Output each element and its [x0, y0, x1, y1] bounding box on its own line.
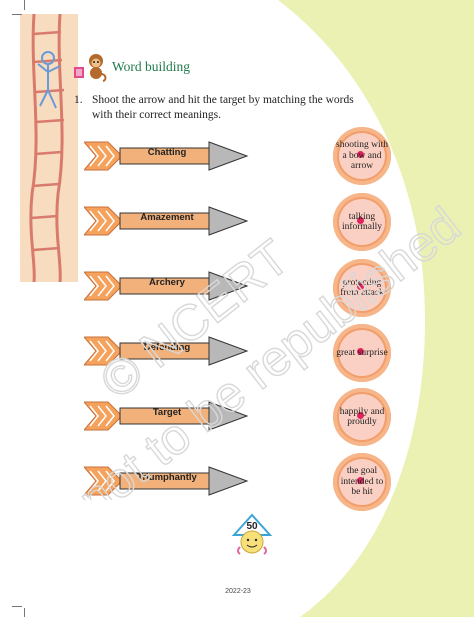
section-title: Word building	[112, 59, 191, 74]
question-text: Shoot the arrow and hit the target by ma…	[92, 94, 354, 121]
bullseye-icon	[357, 217, 364, 224]
crop-mark	[12, 14, 22, 15]
bullseye-icon	[357, 477, 364, 484]
arrow-word: Triumphantly	[137, 472, 197, 483]
bullseye-icon	[357, 283, 364, 290]
decorative-ladder-strip	[20, 13, 78, 283]
crop-mark	[24, 608, 25, 617]
target-2: talking informally	[333, 193, 391, 251]
arrow-word: Amazement	[140, 212, 194, 223]
arrow-1: Chatting	[84, 136, 250, 176]
target-meaning: happily and proudly	[339, 406, 385, 428]
target-4: great surprise	[333, 324, 391, 382]
arrow-5: Target	[84, 396, 250, 436]
arrow-icon	[84, 141, 249, 171]
target-3: protecting from attack	[333, 259, 391, 317]
target-6: the goal intended to be hit	[333, 453, 391, 511]
arrow-4: Defending	[84, 331, 250, 371]
arrow-word: Chatting	[147, 147, 187, 158]
target-meaning: shooting with a bow and arrow	[336, 140, 388, 172]
page-number: 50	[246, 521, 258, 532]
page-number-mascot-icon	[232, 513, 272, 555]
monkey-mascot-icon	[74, 54, 107, 82]
arrow-icon	[84, 466, 249, 496]
footer-year: 2022-23	[225, 588, 251, 595]
question-number: 1.	[74, 94, 83, 106]
arrow-6: Triumphantly	[84, 461, 250, 501]
arrow-3: Archery	[84, 266, 250, 306]
arrow-word: Defending	[143, 342, 191, 353]
arrow-icon	[84, 336, 249, 366]
bullseye-icon	[357, 412, 364, 419]
target-meaning: protecting from attack	[340, 277, 384, 299]
question-1: 1. Shoot the arrow and hit the target by…	[74, 93, 364, 123]
crop-mark	[12, 606, 22, 607]
ladder-illustration	[29, 13, 65, 283]
arrow-word: Archery	[149, 277, 185, 288]
bullseye-icon	[357, 348, 364, 355]
arrow-icon	[84, 271, 249, 301]
arrow-2: Amazement	[84, 201, 250, 241]
target-5: happily and proudly	[333, 388, 391, 446]
arrow-icon	[84, 401, 249, 431]
arrow-word: Target	[152, 407, 182, 418]
arrow-icon	[84, 206, 249, 236]
target-1: shooting with a bow and arrow	[333, 127, 391, 185]
crop-mark	[24, 0, 25, 10]
bullseye-icon	[357, 151, 364, 158]
target-meaning: the goal intended to be hit	[340, 466, 384, 498]
climbing-figure-icon	[37, 51, 61, 109]
section-header: Word building	[74, 52, 190, 82]
target-meaning: great surprise	[336, 347, 388, 358]
target-meaning: talking informally	[341, 211, 383, 233]
